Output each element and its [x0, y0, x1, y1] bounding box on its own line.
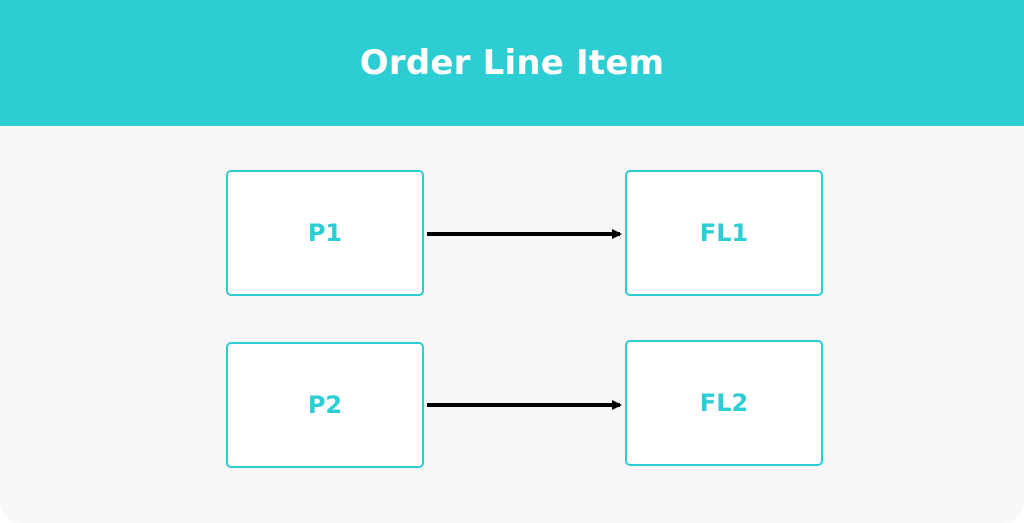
node-label-fl2: FL2 — [699, 389, 749, 417]
header-banner: Order Line Item — [0, 0, 1024, 126]
node-fl1: FL1 — [625, 170, 823, 296]
node-fl2: FL2 — [625, 340, 823, 466]
node-p2: P2 — [226, 342, 424, 468]
node-p1: P1 — [226, 170, 424, 296]
node-label-p2: P2 — [307, 391, 343, 419]
diagram-title: Order Line Item — [359, 43, 665, 83]
node-label-p1: P1 — [307, 219, 343, 247]
node-label-fl1: FL1 — [699, 219, 749, 247]
